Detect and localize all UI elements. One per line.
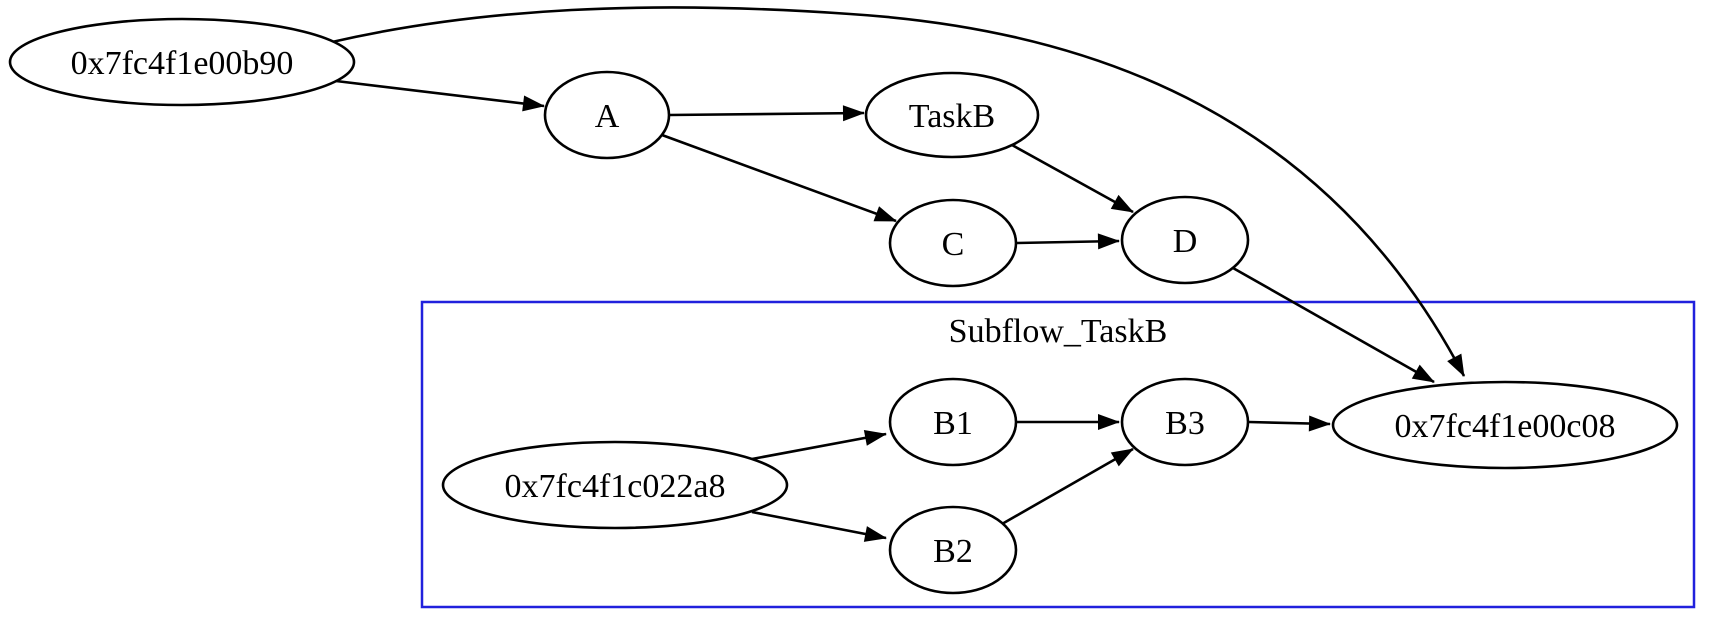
edge-d-to-c08 <box>1232 266 1435 384</box>
node-d-ellipse <box>1120 195 1250 285</box>
edge-a-to-taskb <box>668 105 865 122</box>
node-a-ellipse <box>543 70 671 160</box>
node-c022a8-ellipse <box>441 440 789 530</box>
node-b3: B3 <box>1120 377 1250 467</box>
edge-c-to-d <box>1016 233 1120 250</box>
node-taskb-label: TaskB <box>909 98 995 135</box>
node-c08: 0x7fc4f1e00c08 <box>1331 380 1679 470</box>
edge-c022a8-to-b2 <box>751 510 887 542</box>
node-c: C <box>888 198 1018 288</box>
node-d-label: D <box>1173 223 1198 260</box>
node-b90-label: 0x7fc4f1e00b90 <box>71 45 294 82</box>
node-b3-ellipse <box>1120 377 1250 467</box>
edge-b3-to-c08 <box>1248 415 1331 432</box>
node-b90-ellipse <box>8 17 356 107</box>
node-b1-ellipse <box>888 377 1018 467</box>
node-c-label: C <box>942 226 965 263</box>
edge-c022a8-to-b1 <box>751 429 887 461</box>
node-b2: B2 <box>888 505 1018 595</box>
edge-a-to-c <box>661 133 897 223</box>
edge-b90-to-a <box>335 79 545 112</box>
node-c022a8: 0x7fc4f1c022a8 <box>441 440 789 530</box>
node-d: D <box>1120 195 1250 285</box>
edge-b2-to-b3 <box>1001 447 1134 526</box>
node-a-label: A <box>595 98 620 135</box>
node-c022a8-label: 0x7fc4f1c022a8 <box>505 468 726 505</box>
node-b3-label: B3 <box>1165 405 1205 442</box>
node-c08-ellipse <box>1331 380 1679 470</box>
node-b2-label: B2 <box>933 533 973 570</box>
edge-taskb-to-d <box>1011 143 1134 214</box>
subflow-cluster-label: Subflow_TaskB <box>949 313 1168 350</box>
node-taskb: TaskB <box>864 71 1040 159</box>
node-b1: B1 <box>888 377 1018 467</box>
node-b2-ellipse <box>888 505 1018 595</box>
node-taskb-ellipse <box>864 71 1040 159</box>
node-c-ellipse <box>888 198 1018 288</box>
edge-b90-to-c08 <box>331 6 1466 377</box>
node-b1-label: B1 <box>933 405 973 442</box>
node-c08-label: 0x7fc4f1e00c08 <box>1395 408 1616 445</box>
node-b90: 0x7fc4f1e00b90 <box>8 17 356 107</box>
node-a: A <box>543 70 671 160</box>
subflow-cluster-border <box>420 300 1696 609</box>
